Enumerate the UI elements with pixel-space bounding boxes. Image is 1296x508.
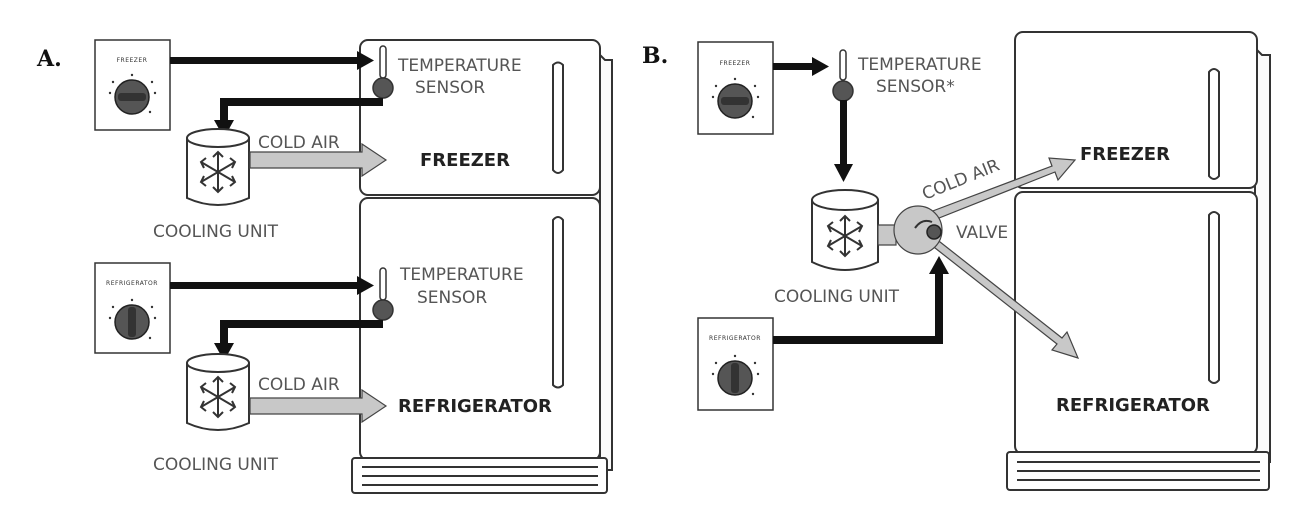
- fridge-b: [1006, 31, 1271, 491]
- sensor-label: TEMPERATURE: [857, 55, 982, 75]
- cold-air-label: COLD AIR: [258, 375, 340, 395]
- cooling-unit-label: COOLING UNIT: [153, 222, 279, 242]
- fridge-a: [351, 39, 613, 494]
- valve-label: VALVE: [956, 223, 1008, 243]
- cold-air-arrows-a: [249, 142, 388, 424]
- control-arrows-a: [170, 51, 383, 361]
- cooling-unit-a-bottom: [186, 353, 250, 431]
- freezer-dial-b: FREEZER: [697, 41, 774, 135]
- refrigerator-dial-b: REFRIGERATOR: [697, 317, 774, 411]
- cooling-unit-label: COOLING UNIT: [153, 455, 279, 475]
- sensor-label: SENSOR: [415, 78, 485, 98]
- cold-air-arrows-b: [877, 157, 1080, 359]
- svg-text:FREEZER: FREEZER: [720, 60, 751, 67]
- control-arrows-b: [773, 57, 949, 344]
- refrigerator-dial-a: REFRIGERATOR: [94, 262, 171, 354]
- sensor-label: TEMPERATURE: [399, 265, 524, 285]
- panel-b-letter: B.: [642, 43, 668, 69]
- svg-text:REFRIGERATOR: REFRIGERATOR: [709, 335, 761, 342]
- thermometer-icon: [832, 49, 854, 102]
- cold-air-label: COLD AIR: [258, 133, 340, 153]
- cooling-unit-a-top: [186, 128, 250, 206]
- svg-text:REFRIGERATOR: REFRIGERATOR: [106, 280, 158, 287]
- refrigerator-label: REFRIGERATOR: [1056, 395, 1210, 416]
- freezer-label: FREEZER: [420, 150, 510, 171]
- freezer-label: FREEZER: [1080, 144, 1170, 165]
- valve-icon: [914, 219, 942, 240]
- svg-text:FREEZER: FREEZER: [117, 57, 148, 64]
- thermometer-icon: [372, 45, 394, 99]
- panel-a-letter: A.: [36, 46, 62, 72]
- freezer-dial-a: FREEZER: [94, 39, 171, 131]
- sensor-label: SENSOR*: [876, 77, 955, 97]
- sensor-label: TEMPERATURE: [397, 56, 522, 76]
- sensor-label: SENSOR: [417, 288, 487, 308]
- refrigerator-label: REFRIGERATOR: [398, 396, 552, 417]
- cooling-unit-label: COOLING UNIT: [774, 287, 900, 307]
- cooling-unit-b: [811, 189, 879, 271]
